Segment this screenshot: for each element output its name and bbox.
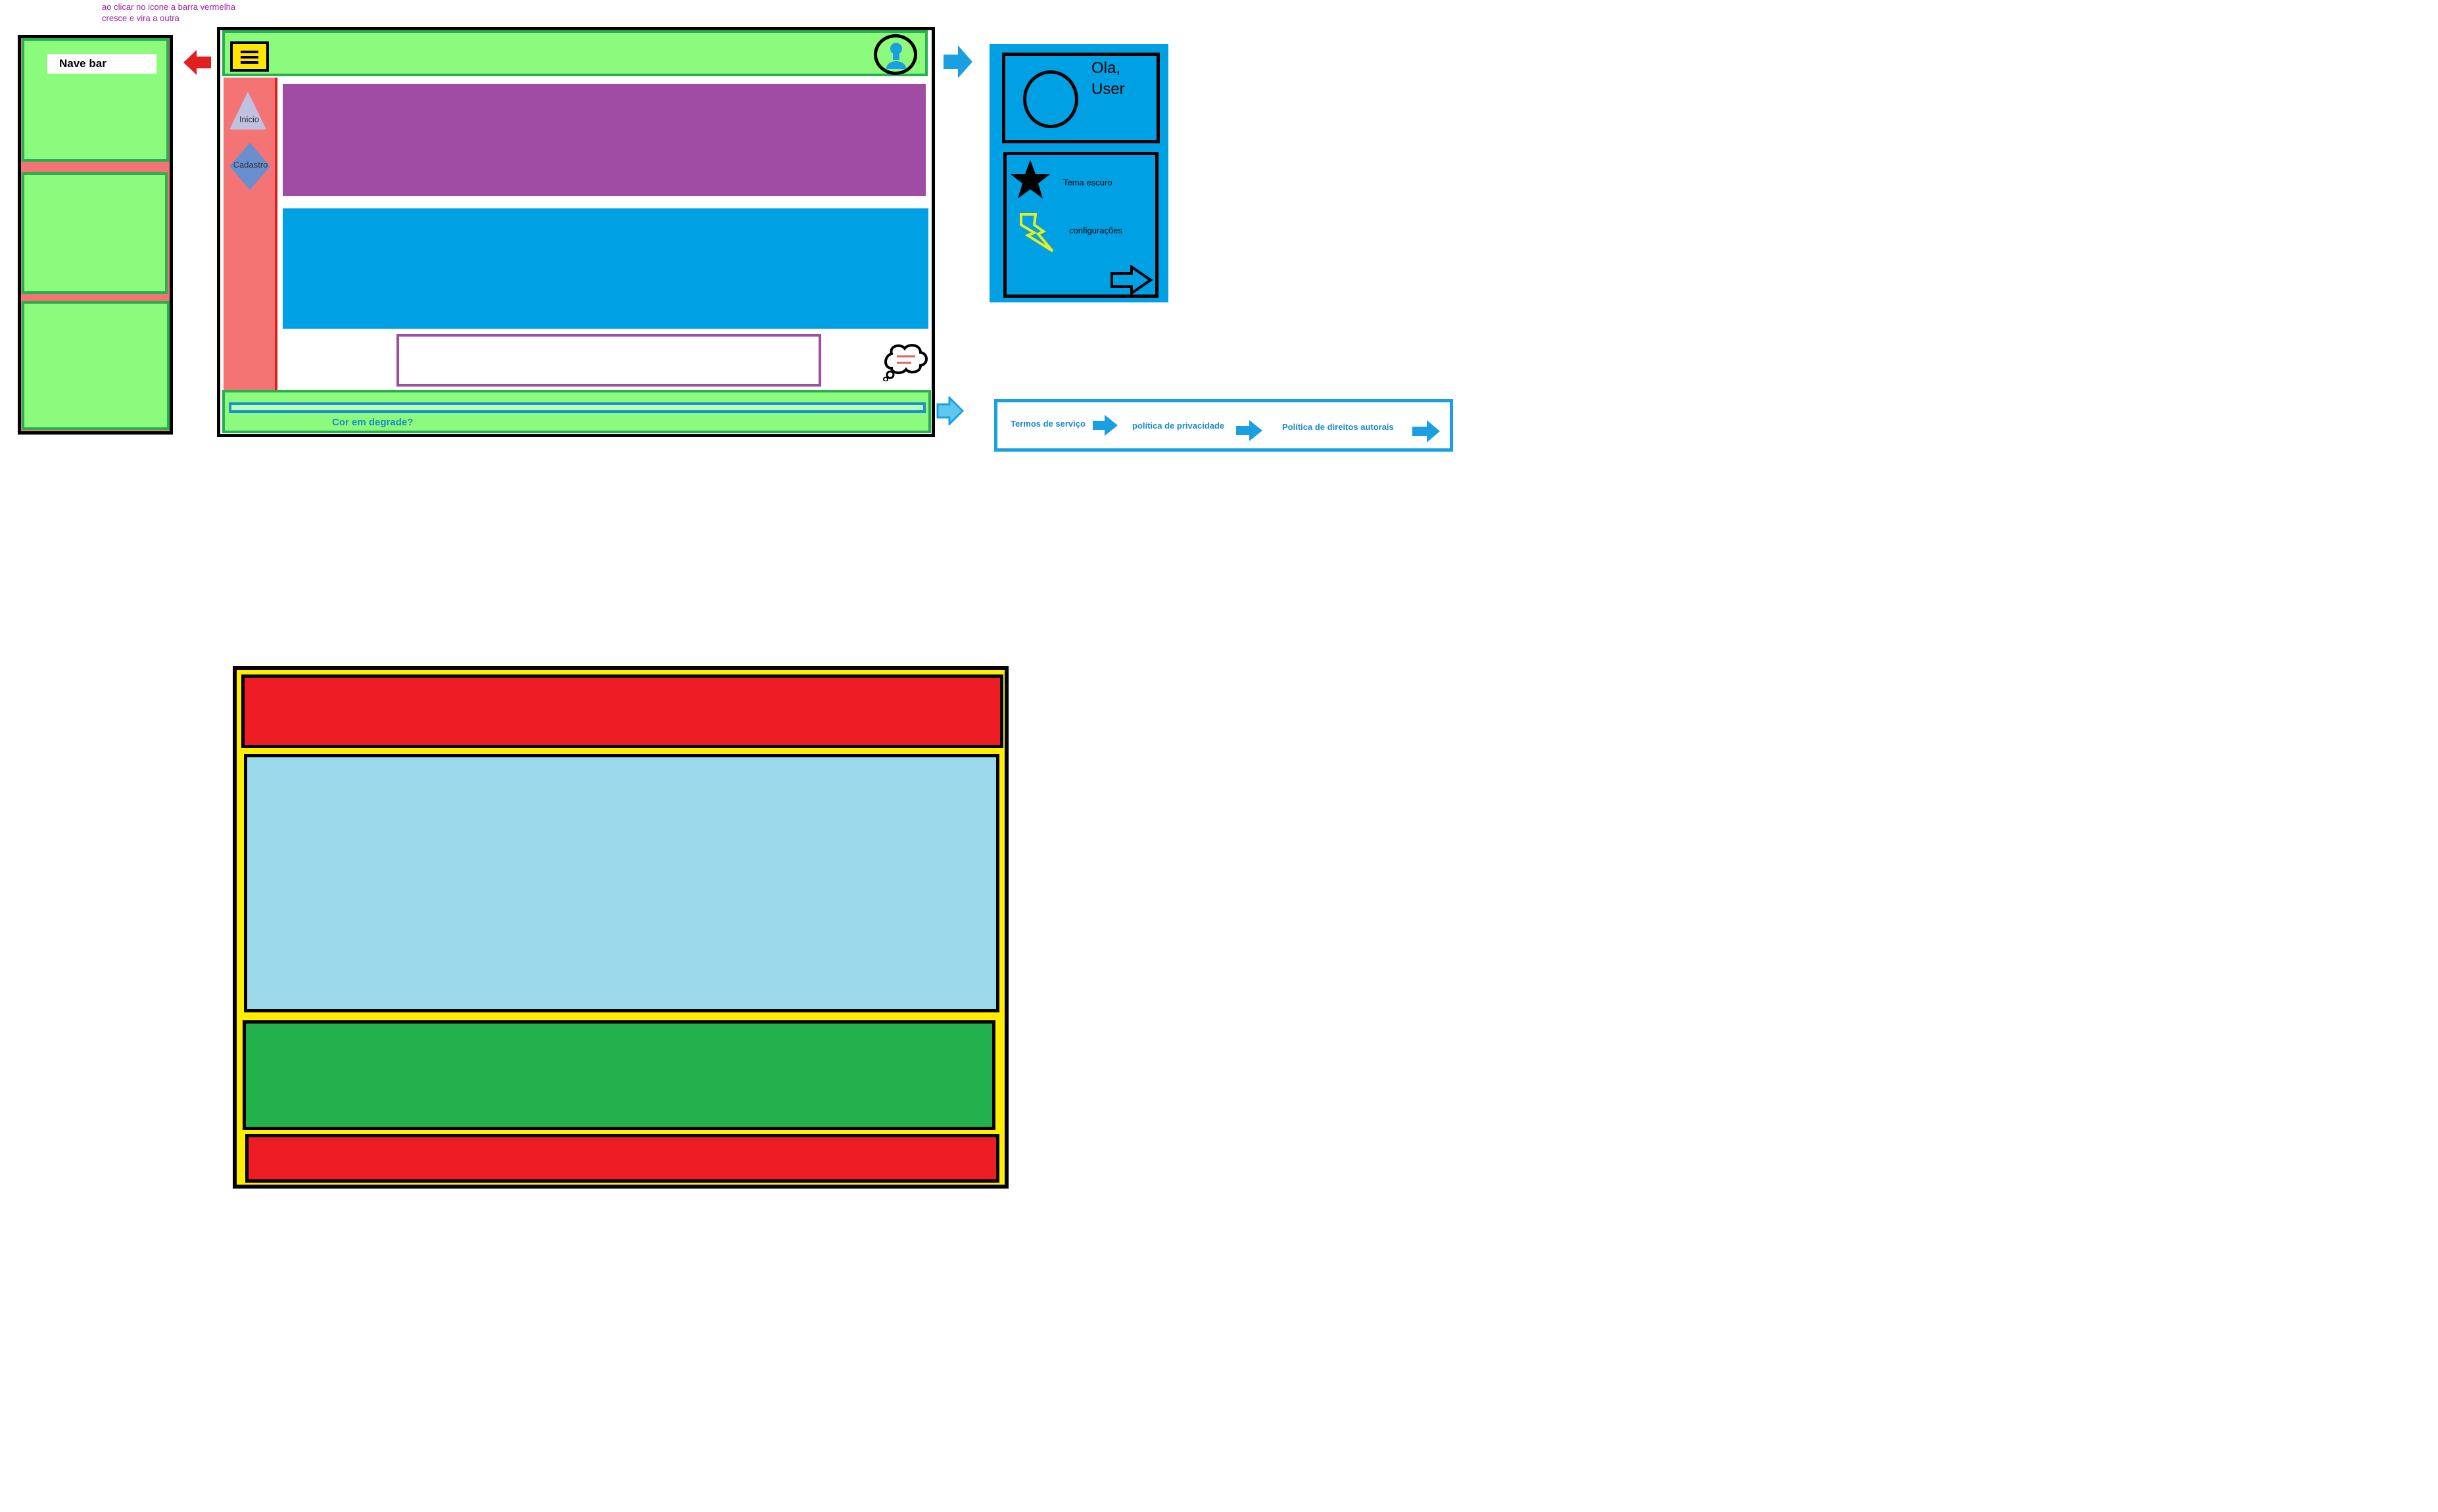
red-arrow-left-icon xyxy=(183,50,211,75)
settings-option[interactable]: configurações xyxy=(1069,225,1122,235)
sidebar-item-cadastro[interactable]: Cadastro xyxy=(233,160,268,170)
blue-content-section xyxy=(283,208,928,329)
annotation-line-1: ao clicar no icone a barra vermelha xyxy=(102,2,236,12)
dark-theme-option[interactable]: Tema escuro xyxy=(1063,177,1112,187)
diamond-icon[interactable] xyxy=(228,141,272,191)
search-input[interactable] xyxy=(396,334,821,387)
top-header-bar xyxy=(222,30,928,76)
layout-section-block xyxy=(243,1020,995,1130)
user-info-box xyxy=(1002,53,1160,143)
outline-arrow-right-icon xyxy=(936,396,964,425)
footer-links-box xyxy=(994,399,1453,452)
annotation-note: ao clicar no icone a barra vermelha cres… xyxy=(102,1,286,24)
sidebar-item-inicio[interactable]: Inicio xyxy=(239,114,260,124)
menu-button[interactable] xyxy=(230,41,269,72)
hamburger-icon xyxy=(241,51,258,53)
collapsed-sidebar xyxy=(224,78,277,392)
greeting-line-1: Ola, xyxy=(1091,59,1121,77)
star-icon[interactable] xyxy=(1009,158,1051,201)
hamburger-icon-line-2 xyxy=(241,56,258,59)
nav-box-2[interactable] xyxy=(22,172,168,294)
greeting-line-2: User xyxy=(1091,80,1125,98)
copyright-link[interactable]: Política de direitos autorais xyxy=(1282,422,1394,432)
user-dropdown-panel xyxy=(990,44,1168,302)
annotation-line-2: cresce e vira a outra xyxy=(102,13,179,23)
nav-box-3[interactable] xyxy=(22,301,170,430)
footer-label: Cor em degrade? xyxy=(332,417,414,428)
arrow-right-icon[interactable] xyxy=(1110,265,1153,295)
layout-main-block xyxy=(244,754,999,1012)
layout-header-block xyxy=(241,674,1003,748)
terms-link[interactable]: Termos de serviço xyxy=(1011,419,1086,429)
privacy-link[interactable]: política de privacidade xyxy=(1132,421,1225,431)
lightning-icon[interactable] xyxy=(1018,212,1055,254)
triangle-icon[interactable] xyxy=(228,90,268,131)
purple-banner xyxy=(283,84,926,196)
user-options-box xyxy=(1003,152,1159,298)
avatar-button[interactable] xyxy=(874,34,917,75)
blue-arrow-right-icon xyxy=(1236,420,1262,441)
cloud-bubble-icon[interactable] xyxy=(882,342,930,381)
user-icon xyxy=(886,43,906,69)
blue-arrow-right-icon xyxy=(1412,420,1440,442)
footer-gradient-bar xyxy=(229,402,926,413)
blue-arrow-right-icon xyxy=(1093,415,1118,436)
user-greeting: Ola, User xyxy=(1091,58,1125,100)
user-avatar-circle xyxy=(1023,70,1078,128)
blue-arrow-right-icon xyxy=(944,45,972,78)
nav-bar-label: Nave bar xyxy=(47,54,156,74)
layout-footer-block xyxy=(245,1134,999,1183)
hamburger-icon-line-3 xyxy=(241,61,258,64)
